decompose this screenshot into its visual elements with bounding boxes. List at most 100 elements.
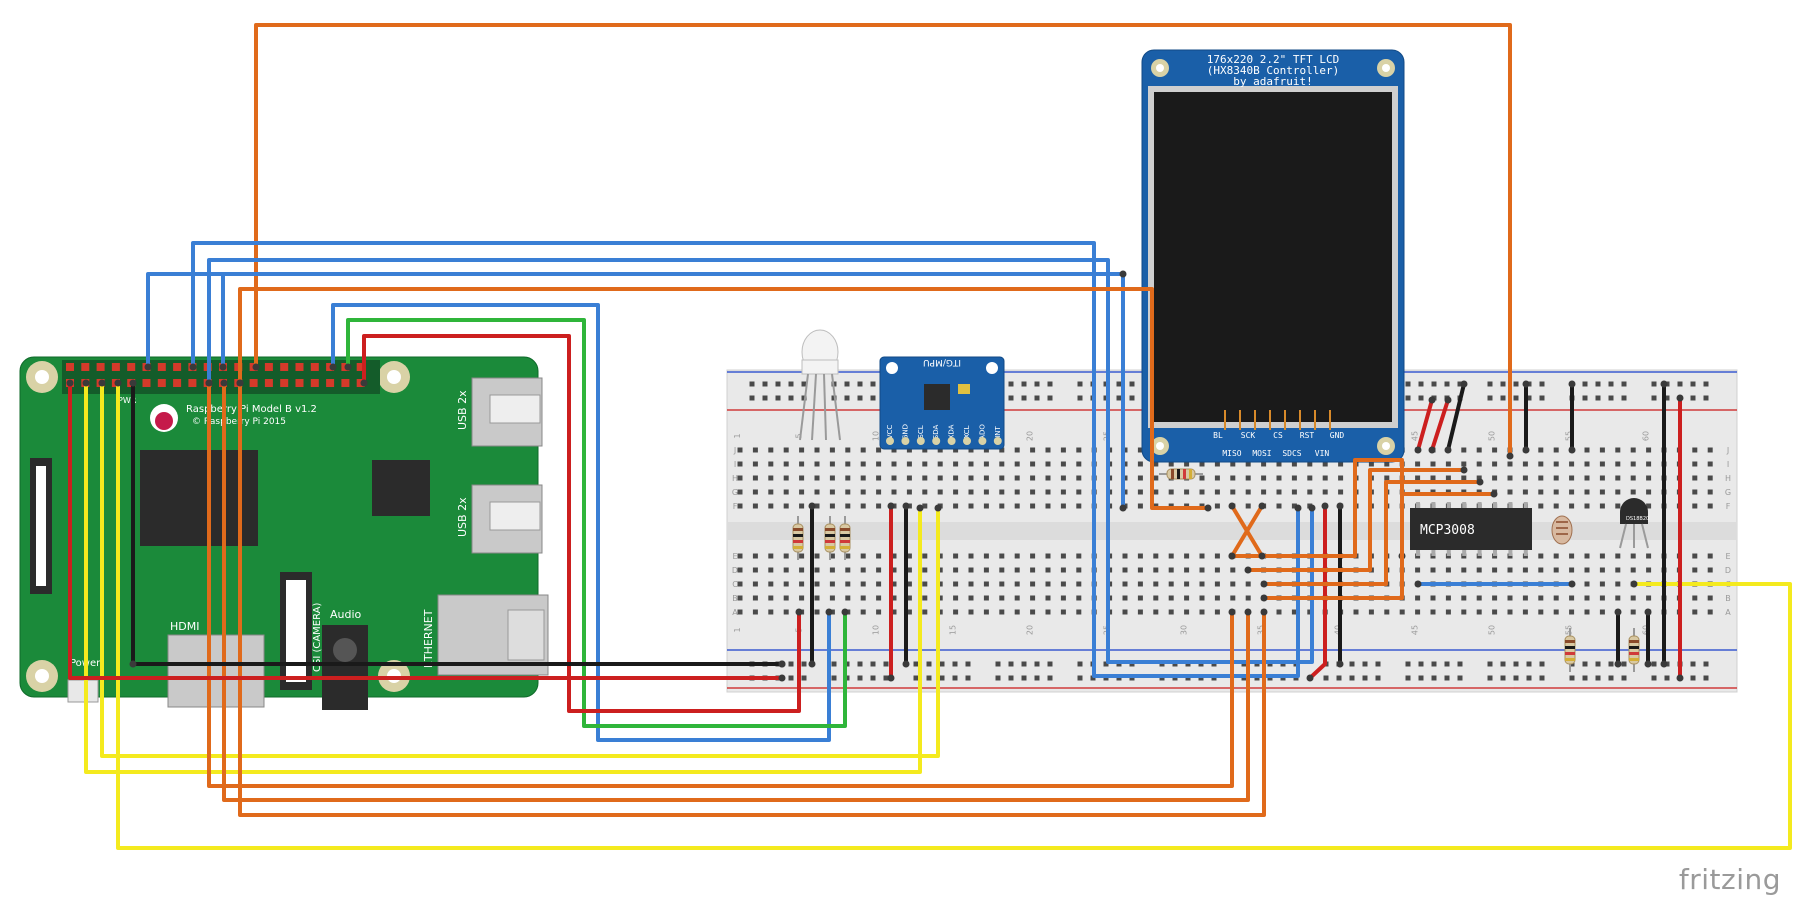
breadboard-hole <box>1045 581 1051 587</box>
breadboard-hole <box>1276 475 1282 481</box>
column-number: 45 <box>1411 625 1420 635</box>
breadboard-hole <box>1692 475 1698 481</box>
rail-hole <box>1444 675 1450 681</box>
rail-hole <box>762 395 768 401</box>
breadboard-hole <box>1507 609 1513 615</box>
breadboard-hole <box>1415 567 1421 573</box>
wire-end <box>1119 270 1127 278</box>
breadboard-hole <box>891 609 897 615</box>
breadboard-hole <box>953 475 959 481</box>
breadboard-hole <box>1230 567 1236 573</box>
mpu-pin <box>916 437 925 445</box>
breadboard-hole <box>1692 609 1698 615</box>
ethernet-label: ETHERNET <box>422 609 435 668</box>
audio-jack <box>322 625 368 710</box>
breadboard-hole <box>1476 461 1482 467</box>
breadboard-hole <box>1030 581 1036 587</box>
mpu-pin-label: GND <box>901 424 909 440</box>
ds18b20-label: DS18B20 <box>1626 516 1649 522</box>
breadboard-hole <box>1307 489 1313 495</box>
breadboard-hole <box>1076 447 1082 453</box>
wire <box>100 381 940 758</box>
gpio-pin <box>264 379 273 387</box>
breadboard-hole <box>737 567 743 573</box>
breadboard-hole <box>1014 447 1020 453</box>
breadboard-hole <box>937 581 943 587</box>
breadboard-hole <box>922 503 928 509</box>
breadboard-hole <box>752 447 758 453</box>
rail-hole <box>1129 381 1135 387</box>
breadboard-hole <box>1168 553 1174 559</box>
breadboard-hole <box>1261 489 1267 495</box>
breadboard-hole <box>937 567 943 573</box>
breadboard-hole <box>906 567 912 573</box>
lcd-pin-label: RST <box>1300 431 1315 440</box>
row-letter: I <box>734 460 736 469</box>
breadboard-hole <box>1646 567 1652 573</box>
rail-hole <box>939 675 945 681</box>
rail-hole <box>1375 661 1381 667</box>
lcd-pin-label: MISO <box>1222 449 1241 458</box>
breadboard-hole <box>1322 489 1328 495</box>
wire-end <box>887 674 895 682</box>
breadboard-hole <box>1245 489 1251 495</box>
breadboard-hole <box>1153 581 1159 587</box>
mpu-pin-label: SDA <box>932 425 940 440</box>
breadboard-hole <box>1230 461 1236 467</box>
column-number: 50 <box>1488 431 1497 441</box>
breadboard-hole <box>876 567 882 573</box>
breadboard-hole <box>1599 609 1605 615</box>
breadboard-hole <box>1569 503 1575 509</box>
breadboard-hole <box>845 489 851 495</box>
breadboard-hole <box>814 503 820 509</box>
breadboard-hole <box>1122 553 1128 559</box>
breadboard-hole <box>1168 609 1174 615</box>
breadboard-hole <box>1476 567 1482 573</box>
breadboard-hole <box>1692 503 1698 509</box>
rail-hole <box>857 675 863 681</box>
wire <box>191 241 1300 678</box>
rail-hole <box>1008 395 1014 401</box>
breadboard-hole <box>1060 461 1066 467</box>
wire-end <box>114 379 122 387</box>
breadboard-hole <box>799 581 805 587</box>
breadboard-hole <box>1014 475 1020 481</box>
rail-hole <box>1431 661 1437 667</box>
wire <box>1262 492 1496 600</box>
wire-end <box>1460 380 1468 388</box>
rail-hole <box>1034 675 1040 681</box>
breadboard-hole <box>752 461 758 467</box>
breadboard-hole <box>1599 595 1605 601</box>
breadboard-hole <box>1245 461 1251 467</box>
wire-end <box>1460 466 1468 474</box>
breadboard-hole <box>845 567 851 573</box>
breadboard-hole <box>953 581 959 587</box>
rail-hole <box>1008 381 1014 387</box>
wire-end <box>1522 380 1530 388</box>
rail-hole <box>1582 395 1588 401</box>
rail-hole <box>1487 661 1493 667</box>
breadboard-hole <box>1060 503 1066 509</box>
breadboard-hole <box>752 567 758 573</box>
breadboard-hole <box>922 581 928 587</box>
rail-hole <box>801 675 807 681</box>
rail-hole <box>1047 661 1053 667</box>
breadboard-hole <box>1184 553 1190 559</box>
column-number: 5 <box>795 433 804 438</box>
rail-hole <box>1090 675 1096 681</box>
pi-title: Raspberry Pi Model B v1.2 <box>186 404 317 415</box>
wire-end <box>1260 608 1268 616</box>
breadboard-hole <box>737 609 743 615</box>
breadboard-hole <box>1030 609 1036 615</box>
breadboard-hole <box>783 461 789 467</box>
usb-label-2: USB 2x <box>456 497 469 537</box>
rail-hole <box>1703 381 1709 387</box>
breadboard-hole <box>829 595 835 601</box>
wire-end <box>1644 660 1652 668</box>
mpu-pin-label: XCL <box>963 425 971 438</box>
chip-leg <box>1416 550 1420 556</box>
rail-hole <box>1487 395 1493 401</box>
gpio-pin <box>249 379 258 387</box>
breadboard-hole <box>1476 475 1482 481</box>
breadboard-hole <box>1445 567 1451 573</box>
